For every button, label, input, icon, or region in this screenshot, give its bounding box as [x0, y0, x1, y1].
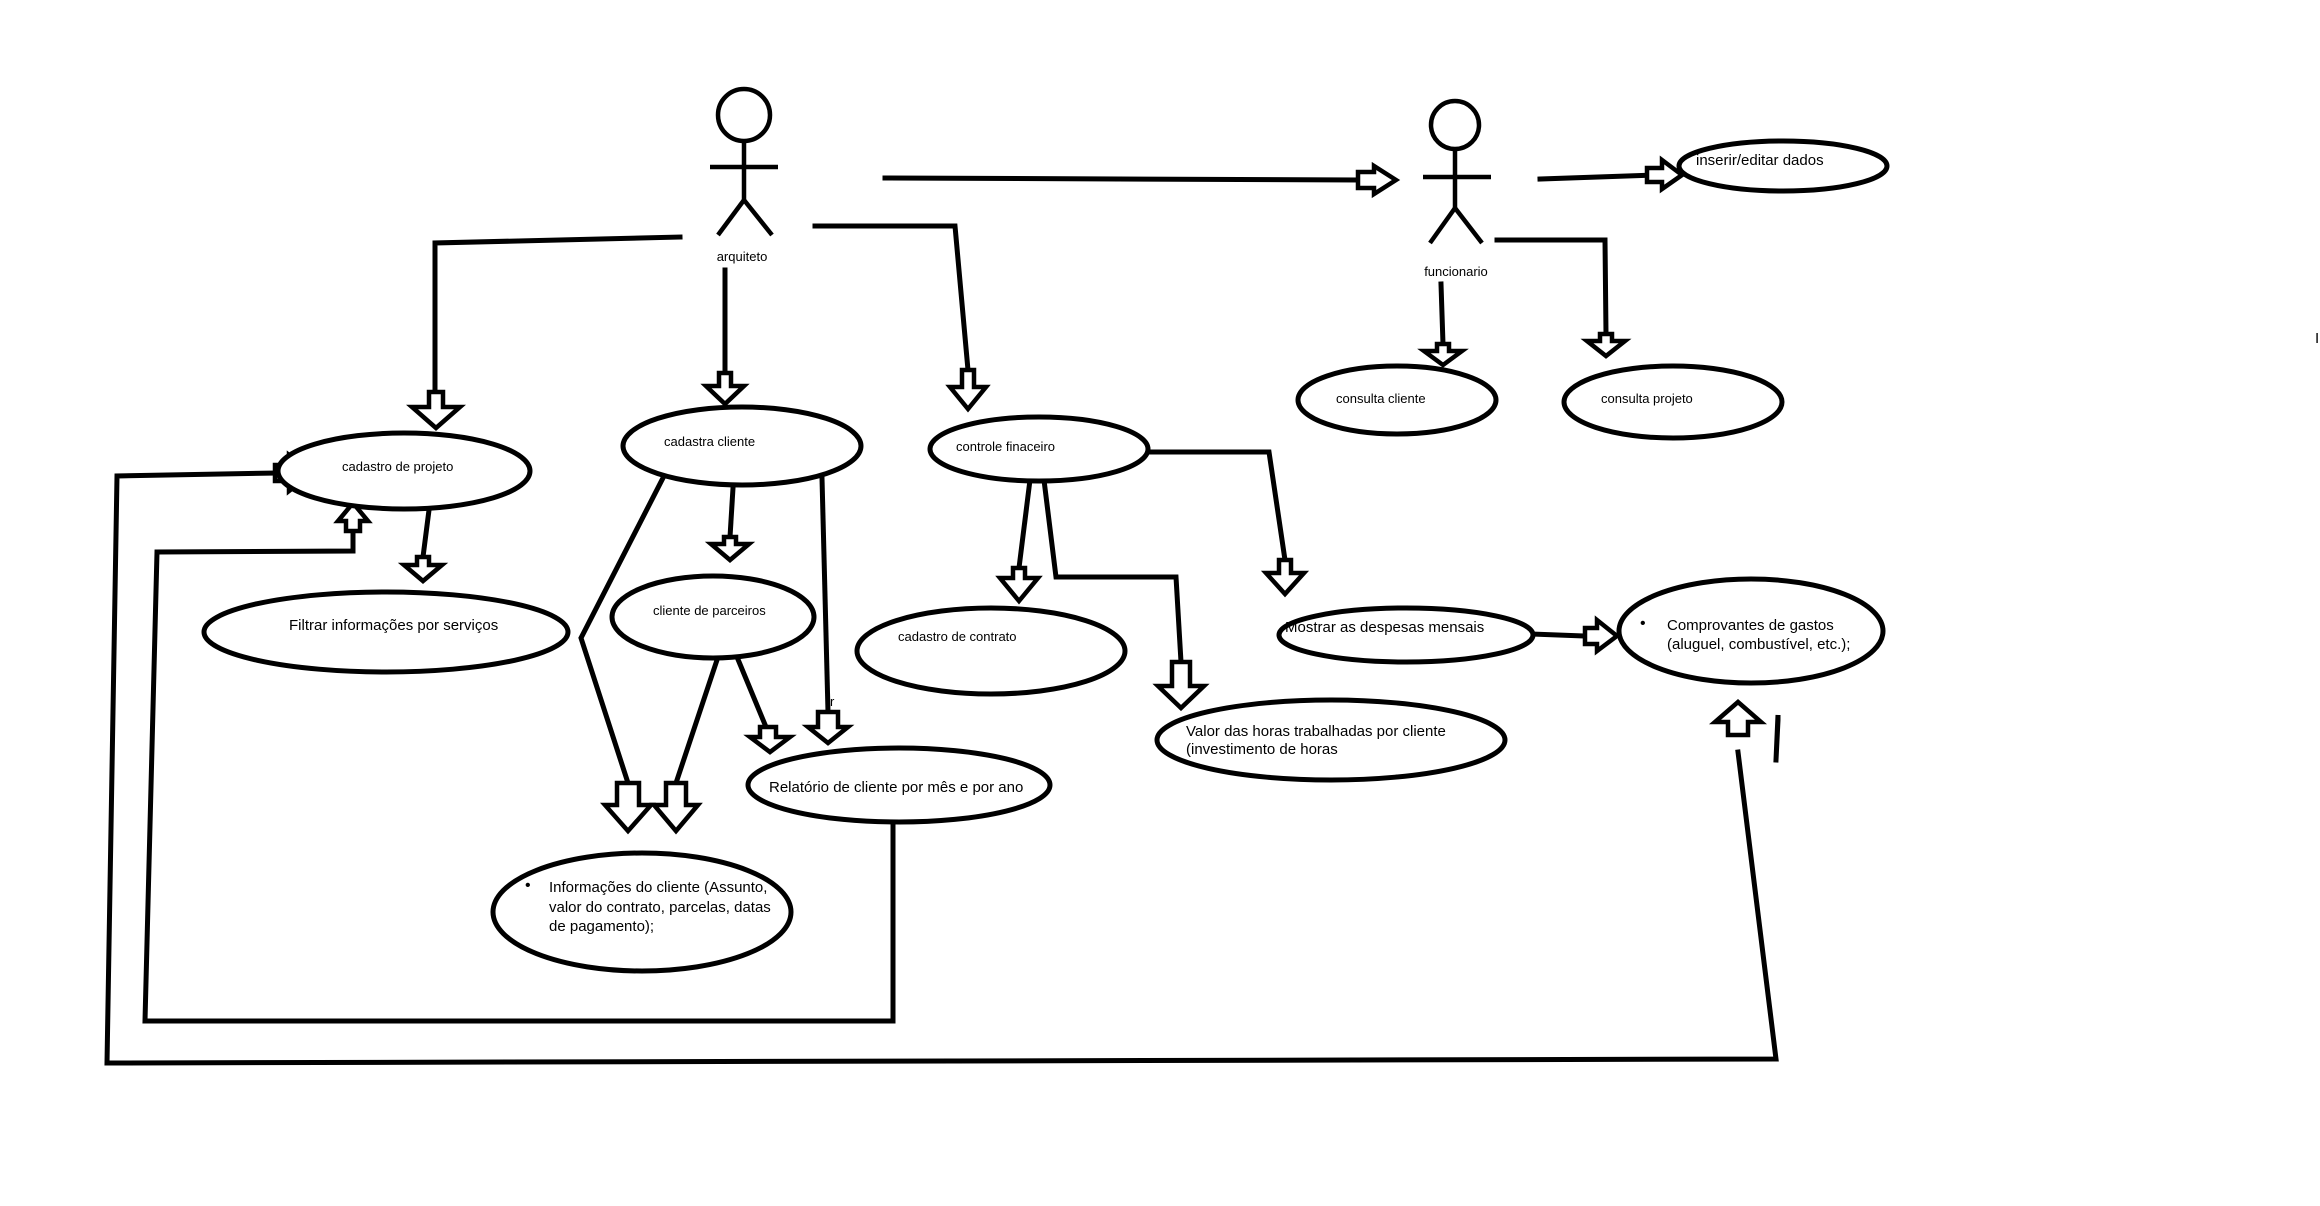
uc-relatorio	[745, 745, 1053, 825]
arrow-down	[600, 780, 656, 835]
use-cases	[201, 138, 1890, 974]
label-cadastra-cliente: cadastra cliente	[664, 434, 755, 449]
connector-lines	[104, 172, 1781, 1066]
uc-inserir-editar	[1676, 138, 1890, 194]
arrow-down	[801, 709, 855, 746]
bullet-comprovantes: •	[1640, 615, 1646, 632]
uc-consulta-cliente	[1295, 363, 1499, 437]
stray-mark-r: r	[830, 694, 835, 709]
stray-mark-edge: I	[2315, 330, 2319, 347]
actor-label-arquiteto: arquiteto	[717, 249, 768, 264]
uc-valor-horas	[1154, 697, 1508, 783]
arrow-down	[700, 370, 750, 408]
label-info-cliente-1: Informações do cliente (Assunto,	[549, 879, 767, 896]
uc-controle-financeiro	[927, 414, 1151, 484]
label-inserir-editar: inserir/editar dados	[1696, 152, 1824, 169]
arrow-down	[945, 367, 991, 413]
arrow-down	[995, 565, 1043, 605]
uc-cadastro-projeto	[275, 430, 533, 512]
label-cliente-parceiros: cliente de parceiros	[653, 603, 766, 618]
labels: arquiteto funcionario cadastro de projet…	[289, 152, 2319, 935]
arrow-right	[1644, 155, 1686, 194]
label-consulta-projeto: consulta projeto	[1601, 391, 1693, 406]
label-info-cliente-3: de pagamento);	[549, 918, 654, 935]
label-valor-horas-2: (investimento de horas	[1186, 741, 1338, 758]
label-cadastro-projeto: cadastro de projeto	[342, 459, 453, 474]
label-filtrar: Filtrar informações por serviços	[289, 617, 498, 634]
actor-arquiteto	[710, 86, 778, 237]
arrow-down	[743, 724, 797, 755]
uc-comprovantes	[1616, 576, 1886, 686]
label-valor-horas-1: Valor das horas trabalhadas por cliente	[1186, 723, 1446, 740]
actor-funcionario	[1423, 98, 1491, 245]
label-cadastro-contrato: cadastro de contrato	[898, 629, 1017, 644]
arrow-up	[1708, 699, 1768, 738]
arrow-down	[1580, 331, 1632, 359]
label-consulta-cliente: consulta cliente	[1336, 391, 1426, 406]
arrow-up	[333, 499, 373, 534]
arrow-down	[1417, 341, 1469, 368]
label-comprovantes-1: Comprovantes de gastos	[1667, 617, 1834, 634]
uc-filtrar	[201, 589, 571, 675]
uc-despesas	[1276, 605, 1536, 665]
label-despesas: Mostrar as despesas mensais	[1285, 619, 1484, 636]
actor-label-funcionario: funcionario	[1424, 264, 1488, 279]
arrow-down	[406, 389, 466, 431]
label-info-cliente-2: valor do contrato, parcelas, datas	[549, 899, 771, 916]
label-controle-financeiro: controle finaceiro	[956, 439, 1055, 454]
arrow-right	[1582, 615, 1621, 656]
arrow-down	[397, 554, 449, 584]
label-comprovantes-2: (aluguel, combustível, etc.);	[1667, 636, 1850, 653]
arrow-down	[1152, 659, 1210, 712]
uc-cadastro-contrato	[854, 605, 1128, 697]
label-relatorio: Relatório de cliente por mês e por ano	[769, 779, 1023, 796]
arrow-down	[649, 780, 703, 835]
bullet-info-cliente: •	[525, 877, 531, 894]
uc-consulta-projeto	[1561, 363, 1785, 441]
uc-cadastra-cliente	[620, 404, 864, 488]
arrowheads	[272, 155, 1768, 835]
arrow-down	[704, 534, 756, 563]
uc-cliente-parceiros	[609, 573, 817, 661]
arrow-right	[1355, 161, 1401, 199]
uc-info-cliente	[490, 850, 794, 974]
arrow-down	[1260, 557, 1310, 598]
